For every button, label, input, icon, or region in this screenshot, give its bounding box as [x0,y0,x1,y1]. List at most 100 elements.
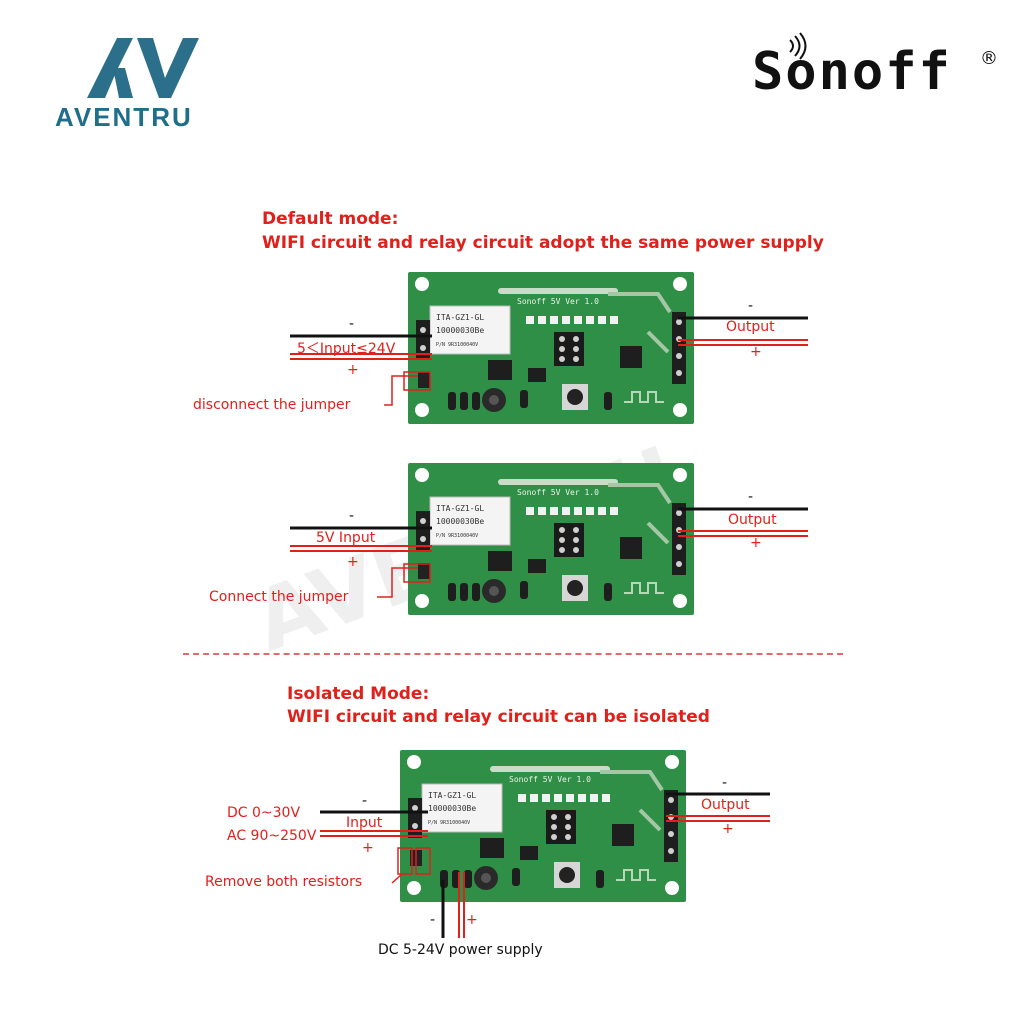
header-pin [574,316,582,324]
board-2: Sonoff 5V Ver 1.0ITA-GZ1-GL10000030BeP/N… [408,463,694,615]
relay-module-text: 10000030Be [436,326,484,335]
relay-module-text: ITA-GZ1-GL [436,504,484,513]
push-button-cap [567,389,583,405]
mounting-hole [673,277,687,291]
mounting-hole [415,277,429,291]
header-pin-dot [559,537,565,543]
header-pin [574,507,582,515]
header-pin-dot [573,527,579,533]
aventru-logo-mark [87,38,199,98]
mounting-hole [407,881,421,895]
silkscreen-bar [490,766,610,772]
capacitor [520,390,528,408]
terminal-screw [668,831,674,837]
header-pin [586,507,594,515]
mounting-hole [673,403,687,417]
capacitor [460,392,468,410]
terminal-screw [676,353,682,359]
header-pin-dot [565,834,571,840]
d3-output-label: Output [701,797,750,813]
d1-output-positive-label: + [750,344,762,360]
header-pin [542,794,550,802]
terminal-screw [676,544,682,550]
relay-module-text: 10000030Be [436,517,484,526]
sonoff-logo-text: Sonoff [752,42,952,102]
antenna-trace [624,391,664,403]
board-silkscreen-text: Sonoff 5V Ver 1.0 [509,775,591,784]
chip [620,537,642,559]
header-pin [538,316,546,324]
d2-output-negative-label: - [748,489,754,505]
header-pin-dot [559,527,565,533]
terminal-screw [668,848,674,854]
chip [528,368,546,382]
header-pin-dot [565,824,571,830]
capacitor [464,870,472,888]
input-terminal-block [408,798,422,838]
header-pin [526,507,534,515]
inductor-core [489,586,499,596]
d2-output-label: Output [728,512,777,528]
board-3: Sonoff 5V Ver 1.0ITA-GZ1-GL10000030BeP/N… [400,750,686,902]
mounting-hole [665,881,679,895]
relay-module-text: ITA-GZ1-GL [436,313,484,322]
d3-power-supply-label: DC 5-24V power supply [378,942,543,958]
sonoff-logo: Sonoff ® [752,30,1002,110]
d3-output-positive-label: + [722,821,734,837]
pcb-trace [608,292,672,314]
chip [528,559,546,573]
terminal-screw [668,797,674,803]
d3-bottom-positive-label: + [466,912,478,928]
capacitor [604,392,612,410]
capacitor [512,868,520,886]
antenna-trace [616,869,656,881]
header-pin-dot [573,336,579,342]
header-pin-dot [551,814,557,820]
inductor-core [481,873,491,883]
header-pin [586,316,594,324]
header-pin [590,794,598,802]
terminal-screw [412,823,418,829]
relay-module [421,783,503,833]
d2-input-label: 5V Input [316,530,376,546]
mounting-hole [407,755,421,769]
relay-module-text: P/N 9R3100040V [436,342,478,348]
pcb-trace [646,330,670,354]
capacitor [448,583,456,601]
isolated-mode-title: Isolated Mode: [287,684,430,704]
mounting-hole [673,468,687,482]
relay-module [429,496,511,546]
header-pin-dot [573,547,579,553]
capacitor [472,392,480,410]
d3-input-label: Input [346,815,383,831]
d1-input-label: 5＜Input≤24V [297,341,396,357]
d2-jumper-note: Connect the jumper [209,589,349,605]
wifi-signal-icon [789,32,807,60]
isolated-mode-subtitle: WIFI circuit and relay circuit can be is… [287,707,710,727]
capacitor [460,583,468,601]
chip [480,838,504,858]
d1-positive-label: + [347,362,359,378]
mounting-hole [415,594,429,608]
silkscreen-bar [498,479,618,485]
relay-module-text: 10000030Be [428,804,476,813]
capacitor [520,581,528,599]
terminal-screw [420,536,426,542]
terminal-screw [420,327,426,333]
header-pin [578,794,586,802]
terminal-screw [420,345,426,351]
push-button-cap [559,867,575,883]
section-divider [183,653,843,655]
registered-mark: ® [980,48,998,69]
header-pin [562,316,570,324]
board-silkscreen-text: Sonoff 5V Ver 1.0 [517,297,599,306]
d3-resistor-note: Remove both resistors [205,874,363,890]
header-pin-dot [559,547,565,553]
aventru-logo: AVENTRU [55,30,225,135]
inductor-core [489,395,499,405]
jumper [418,372,430,388]
d1-jumper-note: disconnect the jumper [193,397,351,413]
mounting-hole [415,403,429,417]
pcb-trace [638,808,662,832]
